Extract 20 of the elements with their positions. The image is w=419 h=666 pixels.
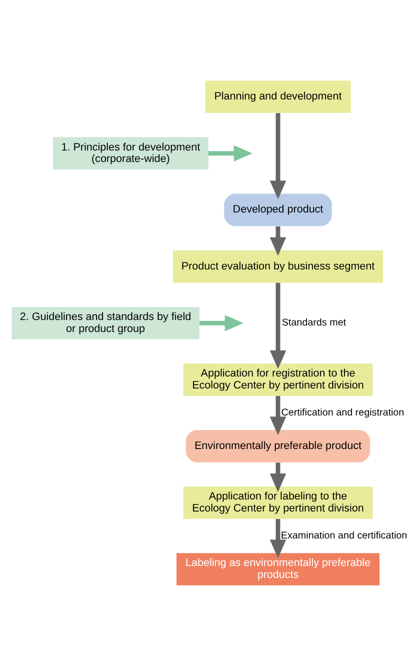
arrow [270,282,286,370]
node-box: Planning and development [205,80,351,113]
node-box: Labeling as environmentally preferable products [176,553,380,586]
node-box: Developed product [224,194,332,226]
node-box: Product evaluation by business segment [172,250,384,283]
node-box: Application for registration to the Ecology Center by pertinent division [183,364,373,396]
node-box: Application for labeling to the Ecology Center by pertinent division [183,486,373,519]
arrow [270,462,286,492]
node-box: 2. Guidelines and standards by field or product group [12,306,200,340]
edge-label: Certification and registration [281,407,404,418]
arrow [270,113,286,200]
arrow [270,519,286,558]
arrow [270,396,286,436]
edge-label: Examination and certification [280,530,408,542]
arrow [208,145,252,162]
node-box: 1. Principles for development (corporate-wide) [52,137,208,170]
edge-label: Standards met [282,318,346,329]
arrow [200,314,244,332]
arrow [270,226,286,256]
node-box: Environmentally preferable product [186,430,370,462]
